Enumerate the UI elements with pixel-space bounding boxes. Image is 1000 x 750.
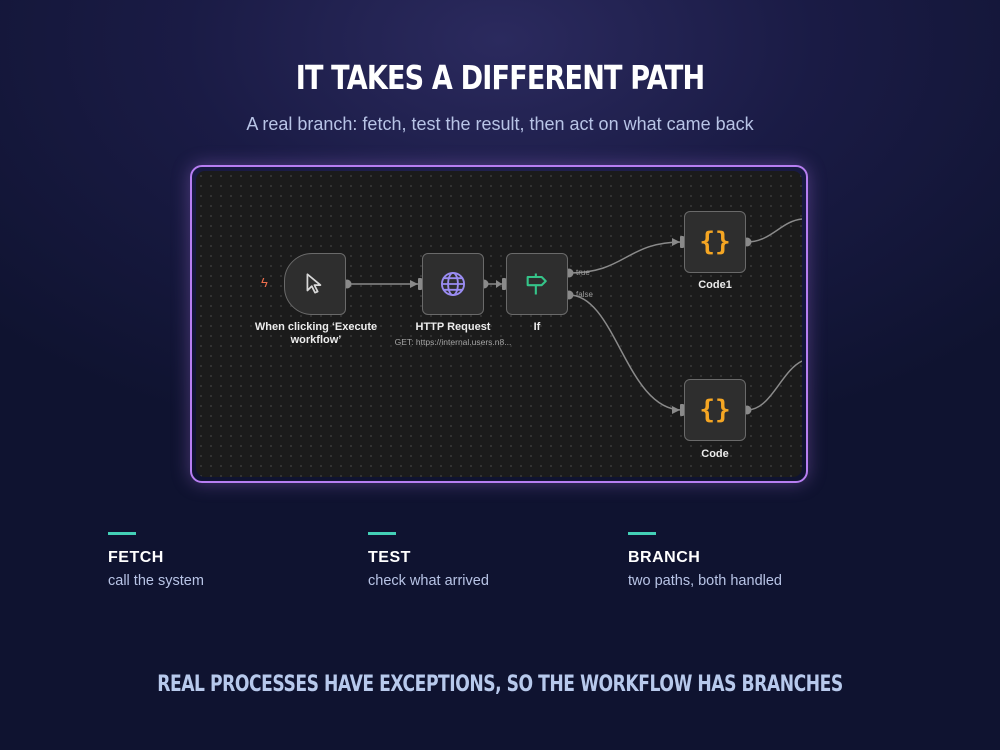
cursor-icon bbox=[306, 273, 322, 294]
curly-braces-icon: {} bbox=[699, 395, 731, 425]
node-code-label: Code bbox=[701, 448, 729, 460]
curly-braces-icon: {} bbox=[699, 227, 731, 257]
node-code[interactable]: {} bbox=[684, 379, 746, 441]
node-if[interactable] bbox=[506, 253, 568, 315]
node-if-label: If bbox=[533, 321, 541, 333]
node-http-request-label: HTTP Request bbox=[415, 321, 491, 333]
step-title: BRANCH bbox=[628, 549, 701, 566]
lightning-icon: ϟ bbox=[261, 275, 268, 290]
trigger-label-line2: workflow’ bbox=[290, 334, 342, 346]
node-manual-trigger-label: When clicking ‘Execute workflow’ bbox=[236, 321, 396, 347]
connection-code-out bbox=[746, 360, 802, 411]
page-subtitle: A real branch: fetch, test the result, t… bbox=[246, 114, 754, 134]
code-input-port bbox=[680, 404, 684, 416]
http-input-port bbox=[418, 278, 422, 290]
globe-icon bbox=[440, 271, 466, 297]
false-port-label: false bbox=[576, 290, 593, 299]
node-http-request-sublabel: GET: https://internal.users.n8... bbox=[394, 337, 512, 347]
signpost-icon bbox=[526, 273, 547, 295]
arrow-if bbox=[496, 280, 502, 288]
step-accent-bar bbox=[628, 532, 656, 535]
node-code1-label: Code1 bbox=[698, 279, 732, 291]
step-description: two paths, both handled bbox=[628, 573, 782, 589]
arrow-code1 bbox=[672, 238, 680, 246]
page-title: IT TAKES A DIFFERENT PATH bbox=[295, 58, 705, 97]
step-title: FETCH bbox=[108, 549, 164, 566]
connection-if-true-code1 bbox=[568, 241, 683, 274]
step-description: call the system bbox=[108, 573, 204, 589]
workflow-canvas[interactable]: ϟ When clicking ‘Execute workflow’ HTTP … bbox=[196, 171, 802, 477]
step-fetch: FETCH call the system bbox=[108, 532, 328, 589]
true-port-label: true bbox=[576, 268, 590, 277]
trigger-label-line1: When clicking ‘Execute bbox=[254, 321, 378, 333]
footer-tagline: REAL PROCESSES HAVE EXCEPTIONS, SO THE W… bbox=[157, 672, 843, 697]
arrow-code bbox=[672, 406, 680, 414]
if-input-port bbox=[502, 278, 506, 290]
step-accent-bar bbox=[108, 532, 136, 535]
step-title: TEST bbox=[368, 549, 411, 566]
step-accent-bar bbox=[368, 532, 396, 535]
node-http-request[interactable] bbox=[422, 253, 484, 315]
code1-input-port bbox=[680, 236, 684, 248]
arrow-http bbox=[410, 280, 418, 288]
step-test: TEST check what arrived bbox=[368, 532, 588, 589]
connection-if-false-code bbox=[568, 294, 683, 411]
step-branch: BRANCH two paths, both handled bbox=[628, 532, 848, 589]
step-description: check what arrived bbox=[368, 573, 489, 589]
node-code1[interactable]: {} bbox=[684, 211, 746, 273]
workflow-canvas-frame: ϟ When clicking ‘Execute workflow’ HTTP … bbox=[190, 165, 808, 483]
node-manual-trigger[interactable] bbox=[284, 253, 346, 315]
connection-code1-out bbox=[746, 218, 802, 243]
